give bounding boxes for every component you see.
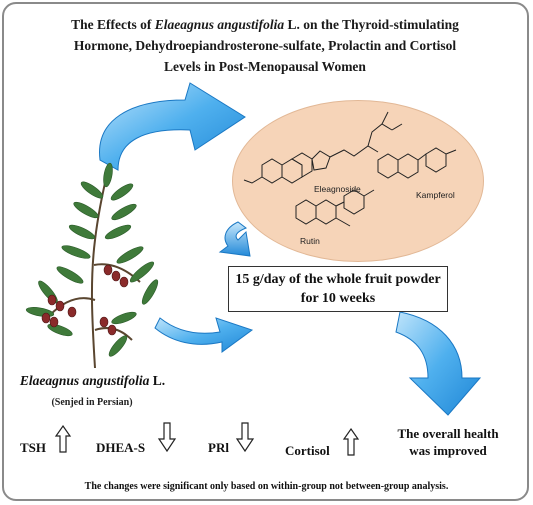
hormone-label-tsh: TSH bbox=[20, 440, 47, 455]
figure-frame bbox=[2, 2, 529, 501]
plant-persian-name: (Senjed in Persian) bbox=[51, 397, 133, 408]
compound-label-rutin: Rutin bbox=[300, 236, 320, 246]
rutin-structure bbox=[295, 189, 375, 227]
compound-label-eleagnoside: Eleagnoside bbox=[314, 184, 361, 194]
berries bbox=[41, 264, 129, 336]
hormone-label-prl: PRl bbox=[208, 440, 229, 455]
arrow-dose-to-outcome bbox=[395, 311, 482, 416]
arrow-plant-to-compounds bbox=[99, 82, 246, 171]
compound-label-kampferol: Kampferol bbox=[416, 190, 455, 200]
hollow-up-arrow-icon bbox=[54, 424, 72, 453]
arrow-plant-to-dose bbox=[154, 317, 254, 353]
outcome-text: The overall health was improved bbox=[397, 426, 499, 458]
footnote: The changes were significant only based … bbox=[84, 481, 449, 492]
hollow-down-arrow-icon bbox=[235, 422, 255, 453]
hormone-label-dhea-s: DHEA-S bbox=[96, 440, 146, 455]
hollow-down-arrow-icon bbox=[157, 422, 177, 453]
hormone-label-cortisol: Cortisol bbox=[285, 443, 330, 458]
eleagnoside-structure bbox=[243, 111, 403, 184]
arrow-compounds-to-dose bbox=[218, 221, 251, 257]
compounds-oval bbox=[232, 100, 484, 262]
dose-box: 15 g/day of the whole fruit powder for 1… bbox=[228, 266, 448, 312]
plant-name: Elaeagnus angustifolia L. bbox=[19, 373, 166, 388]
kampferol-structure bbox=[377, 147, 457, 179]
hollow-up-arrow-icon bbox=[342, 427, 360, 456]
figure-title: The Effects of Elaeagnus angustifolia L.… bbox=[71, 17, 459, 74]
